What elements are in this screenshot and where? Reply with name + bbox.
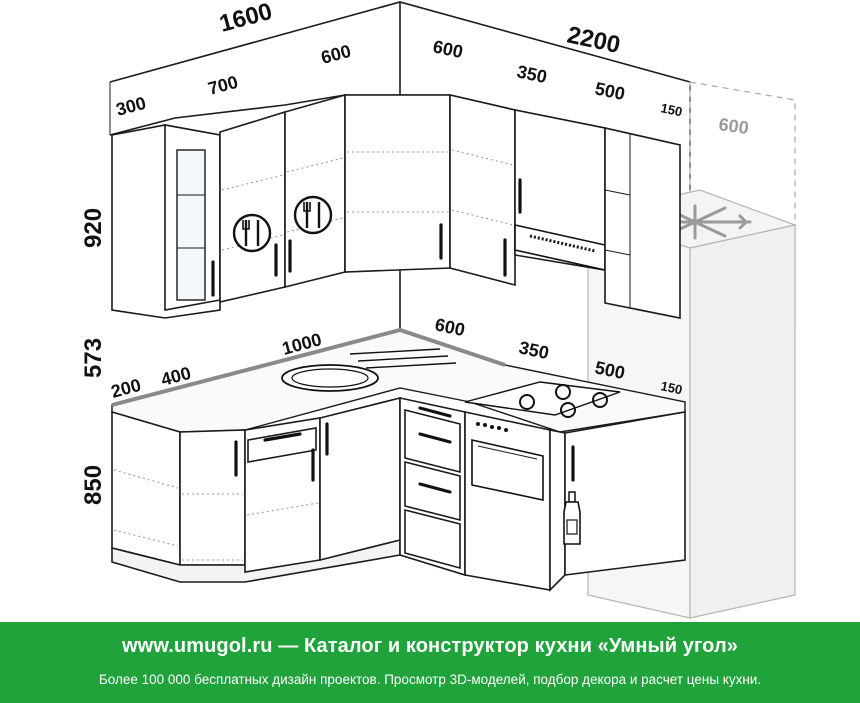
dim-counter-600: 600 [433,314,467,340]
dim-upper-300: 300 [114,93,148,120]
dim-height-850: 850 [80,465,107,505]
dim-upper-total-right: 2200 [565,21,623,59]
kitchen-drawing: 1600 2200 300 700 600 600 350 500 150 60… [80,0,798,619]
dim-upper-600-left: 600 [319,41,353,68]
footer-title[interactable]: www.umugol.ru — Каталог и конструктор ку… [122,635,738,657]
countertop [111,327,686,433]
bottle-icon [563,491,581,545]
dim-counter-150: 150 [659,378,683,397]
dim-upper-600-right: 600 [431,36,465,62]
dim-upper-150: 150 [659,100,683,119]
footer-banner: www.umugol.ru — Каталог и конструктор ку… [0,622,860,703]
gas-burner-icon [464,381,621,418]
lower-cabinets [111,396,686,592]
dim-upper-700: 700 [206,72,240,99]
dim-fridge-600: 600 [717,114,750,138]
plate-cutlery-icon [293,195,333,235]
dim-upper-350: 350 [515,61,549,87]
dim-upper-500: 500 [593,78,627,104]
dim-upper-total-left: 1600 [217,0,276,38]
plate-cutlery-icon [232,213,272,253]
dim-counter-350: 350 [517,337,551,363]
sink [281,348,457,392]
dim-height-920: 920 [80,208,107,248]
dim-height-573: 573 [80,338,107,378]
upper-cabinets [109,93,681,319]
footer-subtitle: Более 100 000 бесплатных дизайн проектов… [98,672,762,687]
